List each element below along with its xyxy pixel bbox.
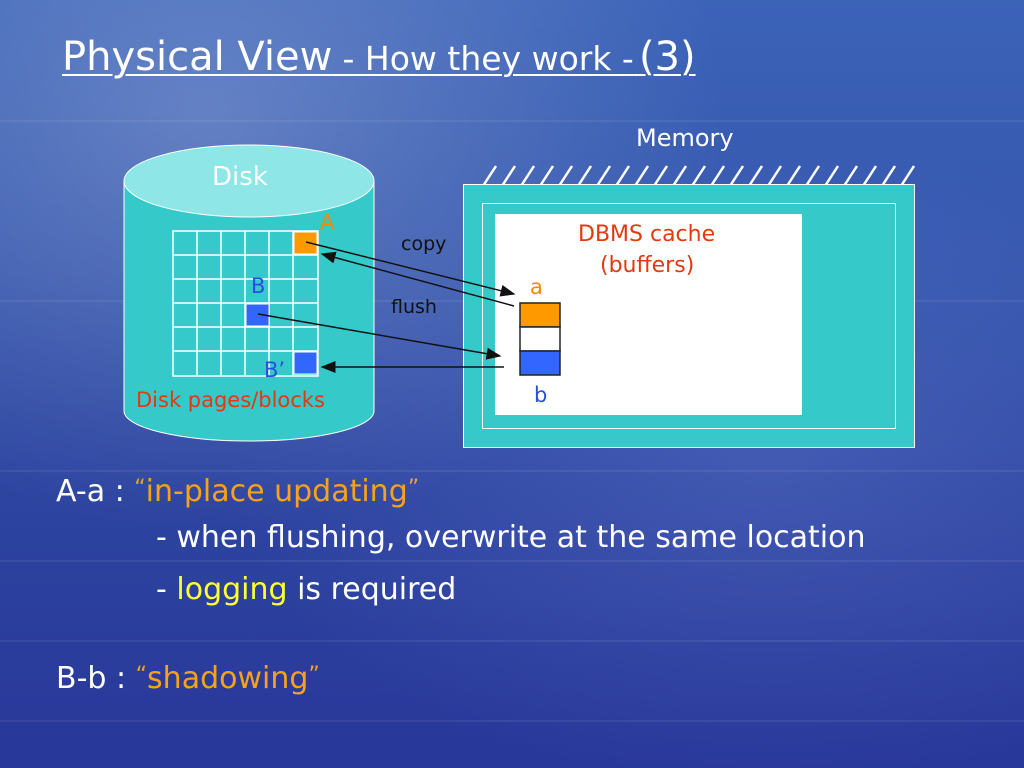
cache-label-line2: (buffers) [600,253,695,278]
buffer-b-label: b [534,383,548,407]
copy-arrow [305,241,516,297]
background-texture-line [0,120,1024,122]
shadowing-term: shadowing [147,661,309,696]
disk-page-b-prime [293,351,318,375]
slide-title: Physical View - How they work - (3) [62,34,696,80]
background-texture-line [0,640,1024,642]
flush-a-arrow [320,251,515,307]
disk-page-a [293,231,318,255]
copy-label: copy [401,233,447,255]
page-b-prime-label: B’ [264,358,286,382]
page-a-label: A [320,210,335,234]
disk-pages-label: Disk pages/blocks [136,388,325,412]
disk-label: Disk [212,162,268,192]
buffer-a [519,302,561,328]
title-sub: - How they work - [342,39,634,78]
logging-term: logging [176,572,288,607]
buffer-a-label: a [530,275,543,299]
background-texture-line [0,560,1024,562]
flush-label: flush [391,296,437,318]
buffer-b [519,350,561,376]
cache-label-line1: DBMS cache [578,222,716,247]
note-overwrite-point: - when flushing, overwrite at the same l… [156,520,866,555]
title-number: (3) [638,34,696,80]
page-b-label: B [251,274,266,298]
buffer-empty [519,326,561,352]
note-logging-point: - logging is required [156,572,457,607]
in-place-updating-term: in-place updating [145,474,408,509]
disk-page-b [245,303,270,327]
memory-inner-frame [482,203,896,429]
memory-label: Memory [636,124,734,152]
note-shadowing: B-b : “shadowing” [56,661,320,696]
background-texture-line [0,720,1024,722]
note-in-place-updating: A-a : “in-place updating” [56,474,420,509]
title-main: Physical View [62,34,333,80]
flush-b-arrow [257,313,502,360]
background-texture-line [0,470,1024,472]
